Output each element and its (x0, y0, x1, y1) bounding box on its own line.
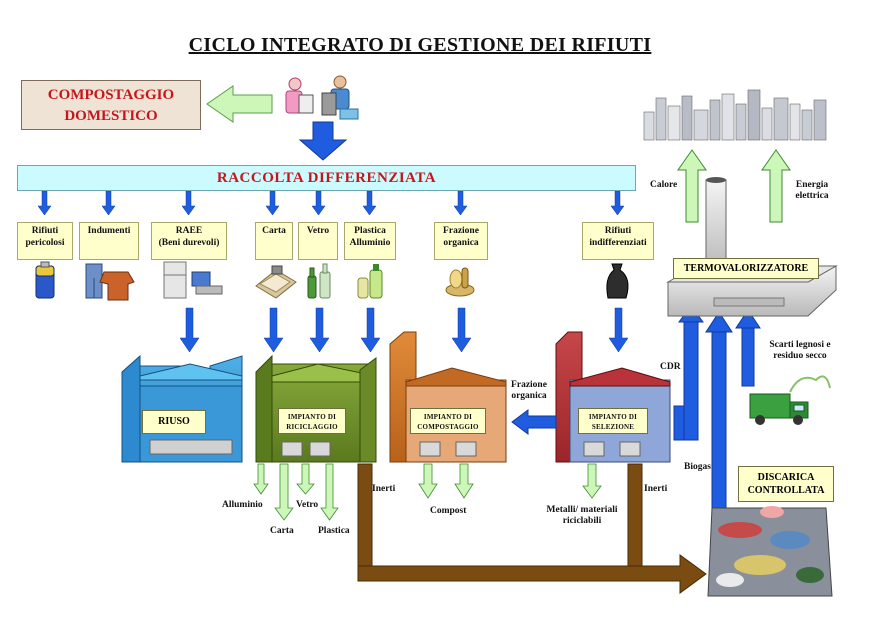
category-line2: Alluminio (349, 238, 391, 248)
label-metalli-line1: Metalli/ materiali (546, 505, 618, 515)
category-frazione-organica: Frazione organica (434, 222, 488, 260)
green-output-arrows (253, 463, 602, 521)
energy-arrows (677, 149, 791, 223)
compostaggio-domestico-box: COMPOSTAGGIO DOMESTICO (21, 80, 201, 130)
discarica-label: DISCARICA CONTROLLATA (738, 466, 834, 502)
compostaggio-plant-line1: IMPIANTO DI (423, 413, 473, 421)
label-alluminio: Alluminio (222, 500, 263, 510)
organic-waste-icon (445, 267, 475, 297)
discarica-line2: CONTROLLATA (747, 485, 825, 496)
selezione-line2: SELEZIONE (591, 423, 635, 431)
category-line1: Carta (262, 226, 286, 236)
glass-bottles-icon (307, 263, 331, 299)
category-line1: Rifiuti (604, 226, 632, 236)
cdr-arrow (673, 305, 704, 441)
category-indumenti: Indumenti (79, 222, 139, 260)
category-line1: Plastica (354, 226, 386, 236)
label-scarti-line2: residuo secco (773, 351, 827, 361)
paper-bundle-icon (255, 265, 297, 299)
plastic-bottles-icon (357, 264, 383, 299)
category-plastica-alluminio: Plastica Alluminio (344, 222, 396, 260)
category-line2: organica (443, 238, 479, 248)
category-line1: Frazione (443, 226, 479, 236)
termovalorizzatore-label: TERMOVALORIZZATORE (673, 258, 819, 279)
plant-riuso (121, 354, 243, 463)
label-metalli: Metalli/ materiali riciclabili (534, 505, 630, 527)
category-rifiuti-pericolosi: Rifiuti pericolosi (17, 222, 73, 260)
inerti-arrows (357, 463, 707, 594)
category-arrows (37, 190, 625, 216)
appliances-icon (163, 261, 223, 299)
label-frazione-organica: Frazione organica (506, 380, 552, 402)
category-vetro: Vetro (298, 222, 338, 260)
arrows-to-plants (179, 307, 629, 353)
selezione-line1: IMPIANTO DI (588, 413, 638, 421)
label-carta: Carta (270, 526, 294, 536)
compostaggio-line1: COMPOSTAGGIO (47, 87, 175, 103)
label-inerti-right: Inerti (644, 484, 668, 494)
label-calore: Calore (650, 180, 678, 190)
compostaggio-plant-label: IMPIANTO DI COMPOSTAGGIO (410, 408, 486, 434)
garbage-truck-icon (749, 375, 831, 425)
battery-icon (35, 261, 55, 299)
category-line1: Vetro (306, 226, 330, 236)
label-compost: Compost (430, 506, 467, 516)
label-inerti-left: Inerti (372, 484, 396, 494)
landfill-icon (707, 506, 833, 597)
category-carta: Carta (255, 222, 293, 260)
label-frazione-line1: Frazione (511, 380, 547, 390)
category-line1: RAEE (175, 226, 203, 236)
label-vetro: Vetro (296, 500, 319, 510)
compostaggio-line2: DOMESTICO (64, 108, 158, 124)
label-energia-line1: Energia (795, 180, 829, 190)
plant-selezione (555, 331, 671, 463)
trash-bag-icon (606, 263, 629, 299)
category-line2: (Beni durevoli) (158, 238, 220, 248)
category-line2: indifferenziati (589, 238, 647, 248)
label-plastica: Plastica (318, 526, 350, 536)
city-skyline-icon (643, 89, 827, 141)
arrow-selezione-to-compost (511, 409, 557, 435)
label-cdr: CDR (660, 362, 681, 372)
label-energia: Energia elettrica (790, 180, 834, 202)
label-frazione-line2: organica (511, 391, 547, 401)
riciclaggio-line2: RICICLAGGIO (286, 423, 338, 431)
plant-compostaggio (389, 331, 507, 463)
label-metalli-line2: riciclabili (562, 516, 602, 526)
biogas-arrow (705, 311, 733, 511)
riciclaggio-line1: IMPIANTO DI (287, 413, 337, 421)
discarica-line1: DISCARICA (757, 472, 815, 483)
label-energia-line2: elettrica (795, 191, 829, 201)
people-recycling-icon (285, 75, 359, 120)
scarti-arrow (735, 309, 761, 387)
category-raee: RAEE (Beni durevoli) (151, 222, 227, 260)
category-line1: Rifiuti (31, 226, 59, 236)
label-scarti-line1: Scarti legnosi e (769, 340, 831, 350)
category-line2: pericolosi (25, 238, 65, 248)
clothes-icon (85, 263, 135, 301)
category-line1: Indumenti (87, 226, 131, 236)
arrow-to-compostaggio (206, 85, 273, 123)
riciclaggio-label: IMPIANTO DI RICICLAGGIO (278, 408, 346, 434)
selezione-label: IMPIANTO DI SELEZIONE (578, 408, 648, 434)
label-scarti: Scarti legnosi e residuo secco (760, 340, 840, 362)
label-biogas: Biogas (684, 462, 711, 472)
raccolta-differenziata-bar: RACCOLTA DIFFERENZIATA (17, 165, 636, 191)
compostaggio-plant-line2: COMPOSTAGGIO (417, 423, 479, 431)
arrow-people-down (298, 121, 348, 161)
page-title: CICLO INTEGRATO DI GESTIONE DEI RIFIUTI (188, 34, 652, 56)
category-rifiuti-indifferenziati: Rifiuti indifferenziati (582, 222, 654, 260)
riuso-label: RIUSO (142, 410, 206, 434)
